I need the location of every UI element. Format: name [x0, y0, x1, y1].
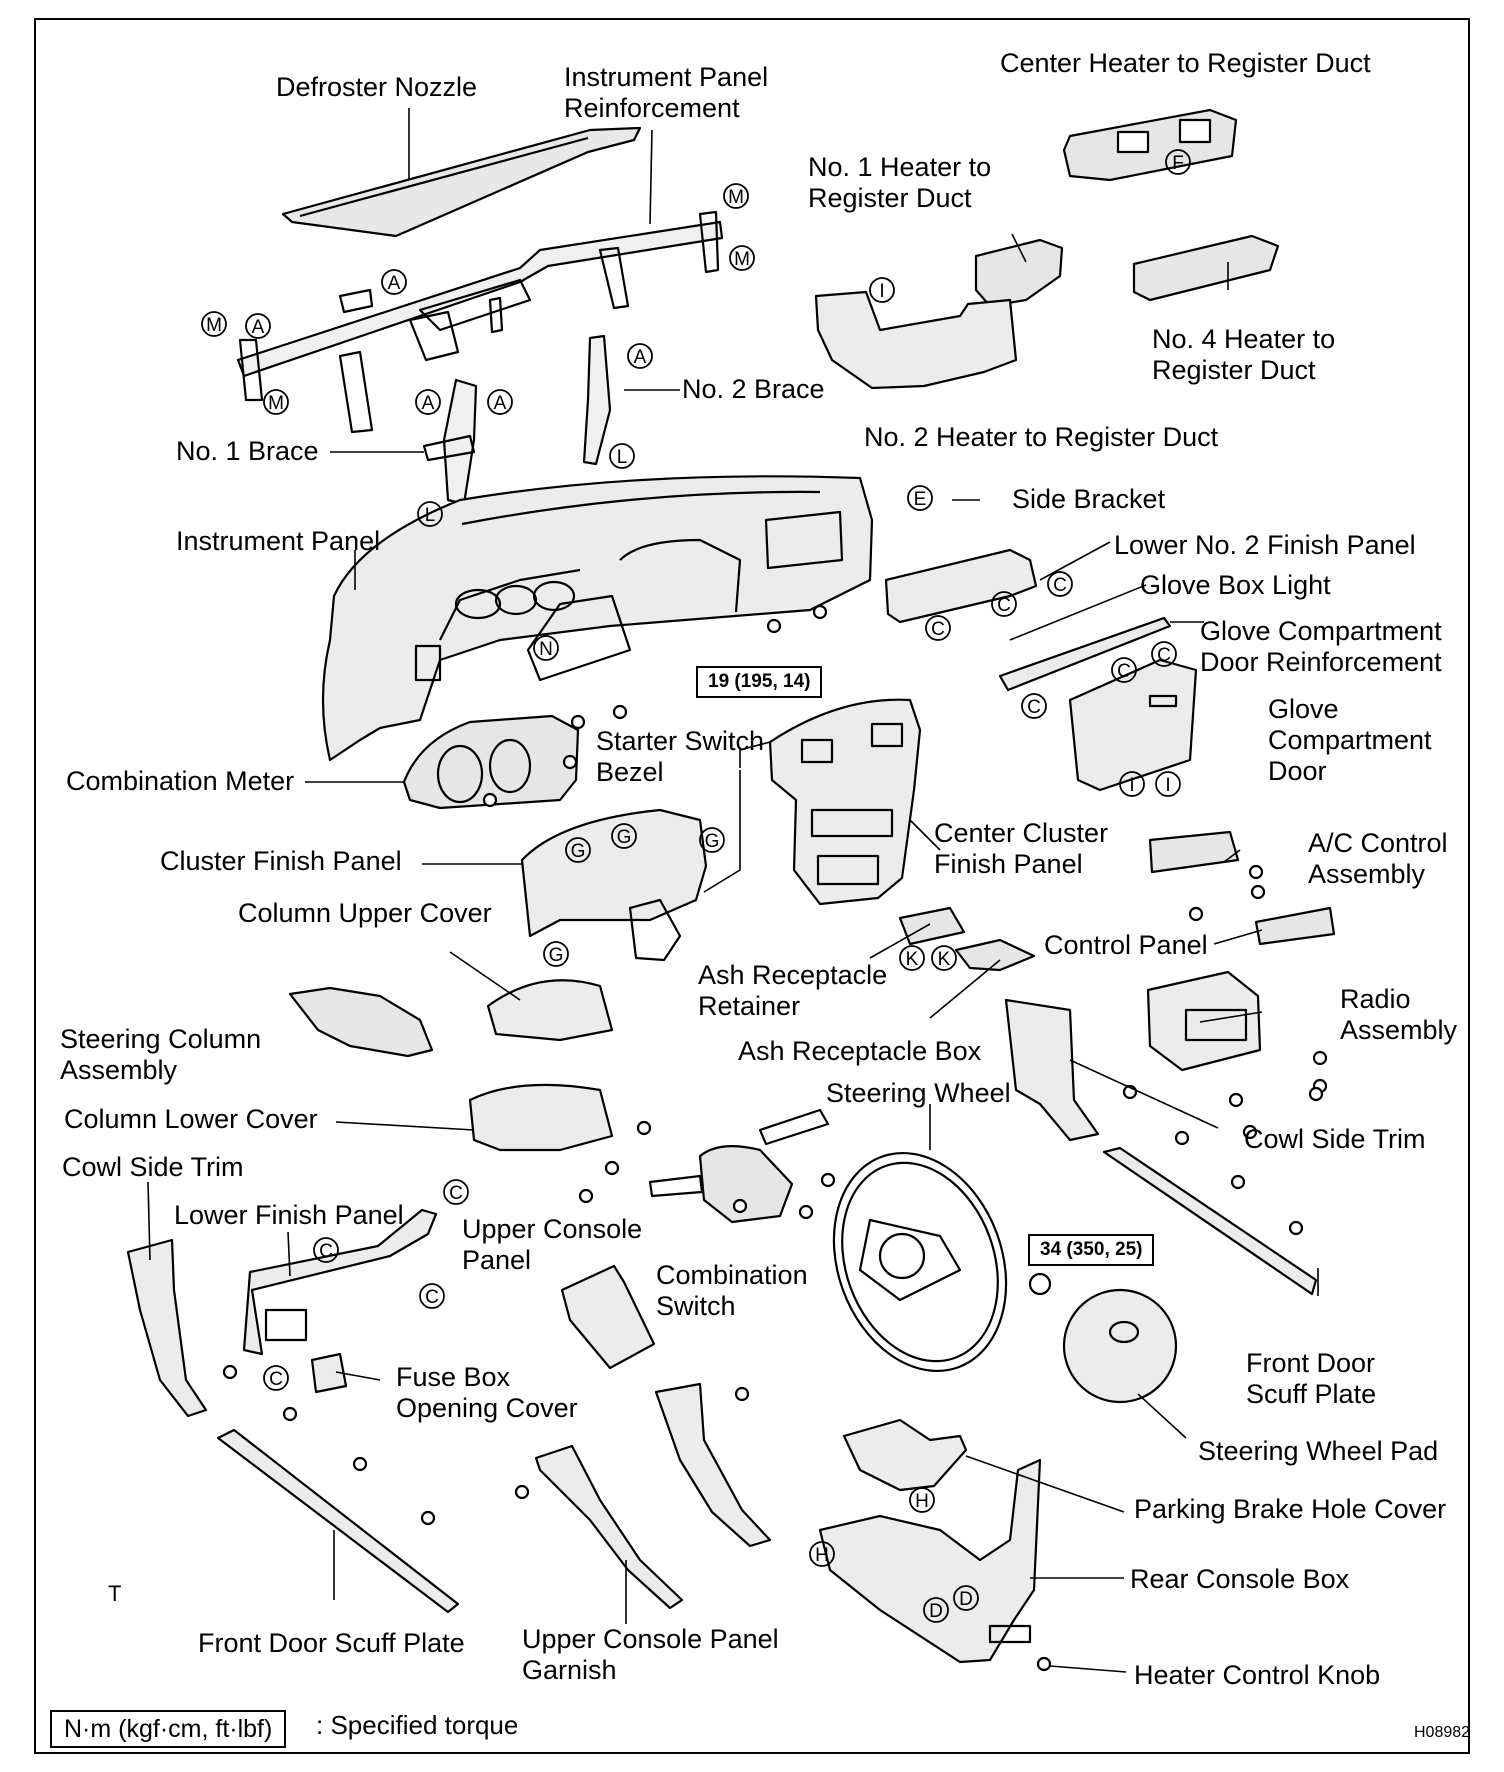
svg-text:A: A	[494, 393, 507, 414]
label-center-heater-to-register-duct: Center Heater to Register Duct	[1000, 48, 1371, 78]
legend-torque-unit-box: N·m (kgf·cm, ft·lbf)	[50, 1710, 287, 1748]
svg-text:M: M	[206, 315, 222, 336]
svg-text:L: L	[425, 505, 436, 526]
label-defroster-nozzle: Defroster Nozzle	[276, 72, 478, 102]
label-steering-wheel-pad: Steering Wheel Pad	[1198, 1436, 1439, 1466]
label-combination-meter: Combination Meter	[66, 766, 295, 796]
svg-text:I: I	[1129, 775, 1134, 796]
label-fuse-box-opening-cover: Fuse Box Opening Cover	[396, 1362, 578, 1423]
label-column-upper-cover: Column Upper Cover	[238, 898, 492, 928]
svg-text:D: D	[929, 1601, 943, 1622]
rear-console-box-shape	[818, 1458, 1042, 1664]
label-no2-brace: No. 2 Brace	[682, 374, 825, 404]
svg-text:D: D	[959, 1589, 973, 1610]
svg-text:H: H	[915, 1491, 929, 1512]
svg-text:C: C	[1157, 645, 1171, 666]
label-combination-switch: Combination Switch	[656, 1260, 808, 1321]
svg-text:M: M	[734, 249, 750, 270]
label-radio-assembly: Radio Assembly	[1340, 984, 1458, 1045]
svg-text:C: C	[319, 1241, 333, 1262]
instrument-panel-reinforcement-shape	[236, 210, 724, 434]
label-no1-brace: No. 1 Brace	[176, 436, 319, 466]
svg-text:N: N	[539, 639, 553, 660]
svg-text:C: C	[1053, 575, 1067, 596]
svg-text:C: C	[1027, 697, 1041, 718]
svg-text:A: A	[422, 393, 435, 414]
label-no2-heater-to-register-duct: No. 2 Heater to Register Duct	[864, 422, 1219, 452]
svg-text:A: A	[252, 317, 265, 338]
label-ac-control-assembly: A/C Control Assembly	[1308, 828, 1448, 889]
svg-text:G: G	[571, 841, 586, 862]
label-rear-console-box: Rear Console Box	[1130, 1564, 1350, 1594]
label-lower-no2-finish-panel: Lower No. 2 Finish Panel	[1114, 530, 1416, 560]
label-no4-heater-to-register-duct: No. 4 Heater to Register Duct	[1152, 324, 1336, 385]
label-glove-compartment-door-reinforcement: Glove Compartment Door Reinforcement	[1200, 616, 1442, 677]
label-center-cluster-finish-panel: Center Cluster Finish Panel	[934, 818, 1109, 879]
label-cluster-finish-panel: Cluster Finish Panel	[160, 846, 402, 876]
svg-text:K: K	[938, 949, 951, 970]
label-heater-control-knob: Heater Control Knob	[1134, 1660, 1381, 1690]
label-front-door-scuff-plate-right: Front Door Scuff Plate	[1246, 1348, 1377, 1409]
label-upper-console-panel: Upper Console Panel	[462, 1214, 643, 1275]
label-steering-wheel: Steering Wheel	[826, 1078, 1011, 1108]
svg-text:C: C	[1117, 661, 1131, 682]
label-parking-brake-hole-cover: Parking Brake Hole Cover	[1134, 1494, 1447, 1524]
svg-text:G: G	[617, 827, 632, 848]
label-control-panel: Control Panel	[1044, 930, 1208, 960]
label-steering-column-assembly: Steering Column Assembly	[60, 1024, 262, 1085]
svg-text:H: H	[815, 1545, 829, 1566]
screw-fasteners	[222, 604, 1328, 1526]
legend-specified-torque: : Specified torque	[316, 1710, 519, 1740]
svg-text:E: E	[914, 489, 927, 510]
svg-text:K: K	[906, 949, 919, 970]
label-ash-receptacle-retainer: Ash Receptacle Retainer	[698, 960, 888, 1021]
label-starter-switch-bezel: Starter Switch Bezel	[596, 726, 765, 787]
label-ash-receptacle-box: Ash Receptacle Box	[738, 1036, 982, 1066]
label-cowl-side-trim-left: Cowl Side Trim	[62, 1152, 244, 1182]
label-glove-box-light: Glove Box Light	[1140, 570, 1331, 600]
label-instrument-panel-reinforcement: Instrument Panel Reinforcement	[564, 62, 769, 123]
svg-text:C: C	[425, 1287, 439, 1308]
svg-text:C: C	[931, 619, 945, 640]
label-upper-console-panel-garnish: Upper Console Panel Garnish	[522, 1624, 779, 1685]
svg-text:M: M	[728, 187, 744, 208]
svg-text:L: L	[617, 447, 628, 468]
label-no1-heater-to-register-duct: No. 1 Heater to Register Duct	[808, 152, 992, 213]
label-column-lower-cover: Column Lower Cover	[64, 1104, 318, 1134]
svg-text:I: I	[879, 281, 884, 302]
svg-text:G: G	[549, 945, 564, 966]
label-glove-compartment-door: Glove Compartment Door	[1268, 694, 1432, 786]
torque-spec-center-cluster: 19 (195, 14)	[696, 666, 823, 698]
svg-text:A: A	[388, 273, 401, 294]
svg-text:A: A	[634, 347, 647, 368]
figure-code: H08982	[1414, 1724, 1471, 1741]
clip-markers	[201, 149, 1191, 1623]
svg-text:C: C	[449, 1183, 463, 1204]
svg-text:C: C	[997, 595, 1011, 616]
svg-text:G: G	[705, 831, 720, 852]
label-side-bracket: Side Bracket	[1012, 484, 1166, 514]
label-lower-finish-panel: Lower Finish Panel	[174, 1200, 404, 1230]
torque-spec-steering-wheel: 34 (350, 25)	[1028, 1234, 1155, 1266]
corner-mark: T	[108, 1581, 122, 1606]
svg-text:F: F	[1172, 153, 1184, 174]
instrument-panel-shape	[321, 475, 874, 762]
svg-text:C: C	[269, 1369, 283, 1390]
leader-lines	[147, 108, 1319, 1673]
steering-wheel-shape	[832, 1151, 1008, 1373]
defroster-nozzle-shape	[281, 126, 642, 238]
svg-text:M: M	[268, 393, 284, 414]
diagram-frame	[34, 18, 1470, 1754]
label-instrument-panel: Instrument Panel	[176, 526, 381, 556]
svg-text:I: I	[1165, 775, 1170, 796]
label-front-door-scuff-plate-left: Front Door Scuff Plate	[198, 1628, 465, 1658]
label-cowl-side-trim-right: Cowl Side Trim	[1244, 1124, 1426, 1154]
